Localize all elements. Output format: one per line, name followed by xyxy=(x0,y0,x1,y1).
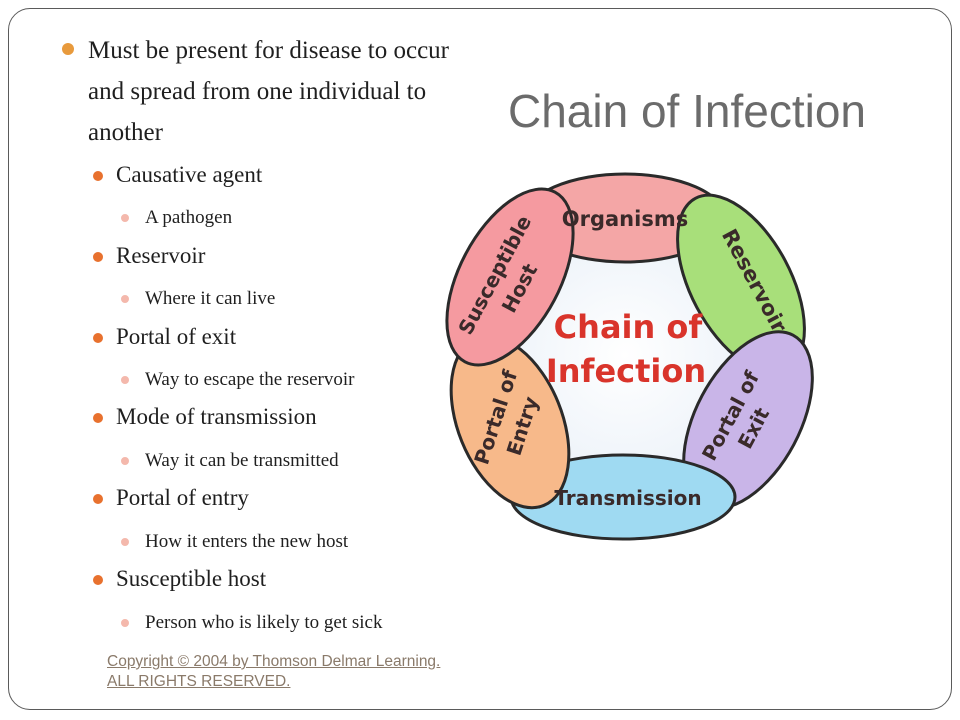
bullet-dot-icon xyxy=(93,252,103,262)
slide-title: Chain of Infection xyxy=(508,85,867,137)
diagram-center-title-line2: Infection xyxy=(546,352,706,390)
bullet-dot-icon xyxy=(93,494,103,504)
item-label: Portal of entry xyxy=(116,485,249,510)
segment-label-transmission: Transmission xyxy=(554,486,701,510)
item-detail: Way to escape the reservoir xyxy=(145,369,355,390)
item-detail: A pathogen xyxy=(145,207,233,228)
intro-text: Must be present for disease to occur and… xyxy=(88,37,449,146)
item-detail: Where it can live xyxy=(145,288,276,309)
sub-bullet-dot-icon xyxy=(121,295,129,303)
bullet-dot-icon xyxy=(93,171,103,181)
copyright-link[interactable]: Copyright © 2004 by Thomson Delmar Learn… xyxy=(107,653,441,690)
item-label: Reservoir xyxy=(116,243,206,268)
item-detail: Way it can be transmitted xyxy=(145,450,339,471)
bullet-dot-icon xyxy=(93,575,103,585)
item-detail: How it enters the new host xyxy=(145,531,349,552)
item-label: Portal of exit xyxy=(116,324,237,349)
bullet-dot-icon xyxy=(62,43,74,55)
sub-bullet-dot-icon xyxy=(121,538,129,546)
bullet-dot-icon xyxy=(93,333,103,343)
item-label: Causative agent xyxy=(116,162,263,187)
item-detail: Person who is likely to get sick xyxy=(145,612,383,633)
item-label: Susceptible host xyxy=(116,566,267,591)
sub-bullet-dot-icon xyxy=(121,376,129,384)
segment-label-organisms: Organisms xyxy=(562,207,688,231)
sub-bullet-dot-icon xyxy=(121,619,129,627)
diagram-center-title-line1: Chain of xyxy=(554,308,704,346)
bullet-dot-icon xyxy=(93,413,103,423)
sub-bullet-dot-icon xyxy=(121,214,129,222)
item-label: Mode of transmission xyxy=(116,404,317,429)
chain-of-infection-diagram: Organisms Reservoir Portal of Exit Trans… xyxy=(445,172,814,541)
segment-susceptible-host xyxy=(445,187,575,367)
sub-bullet-dot-icon xyxy=(121,457,129,465)
